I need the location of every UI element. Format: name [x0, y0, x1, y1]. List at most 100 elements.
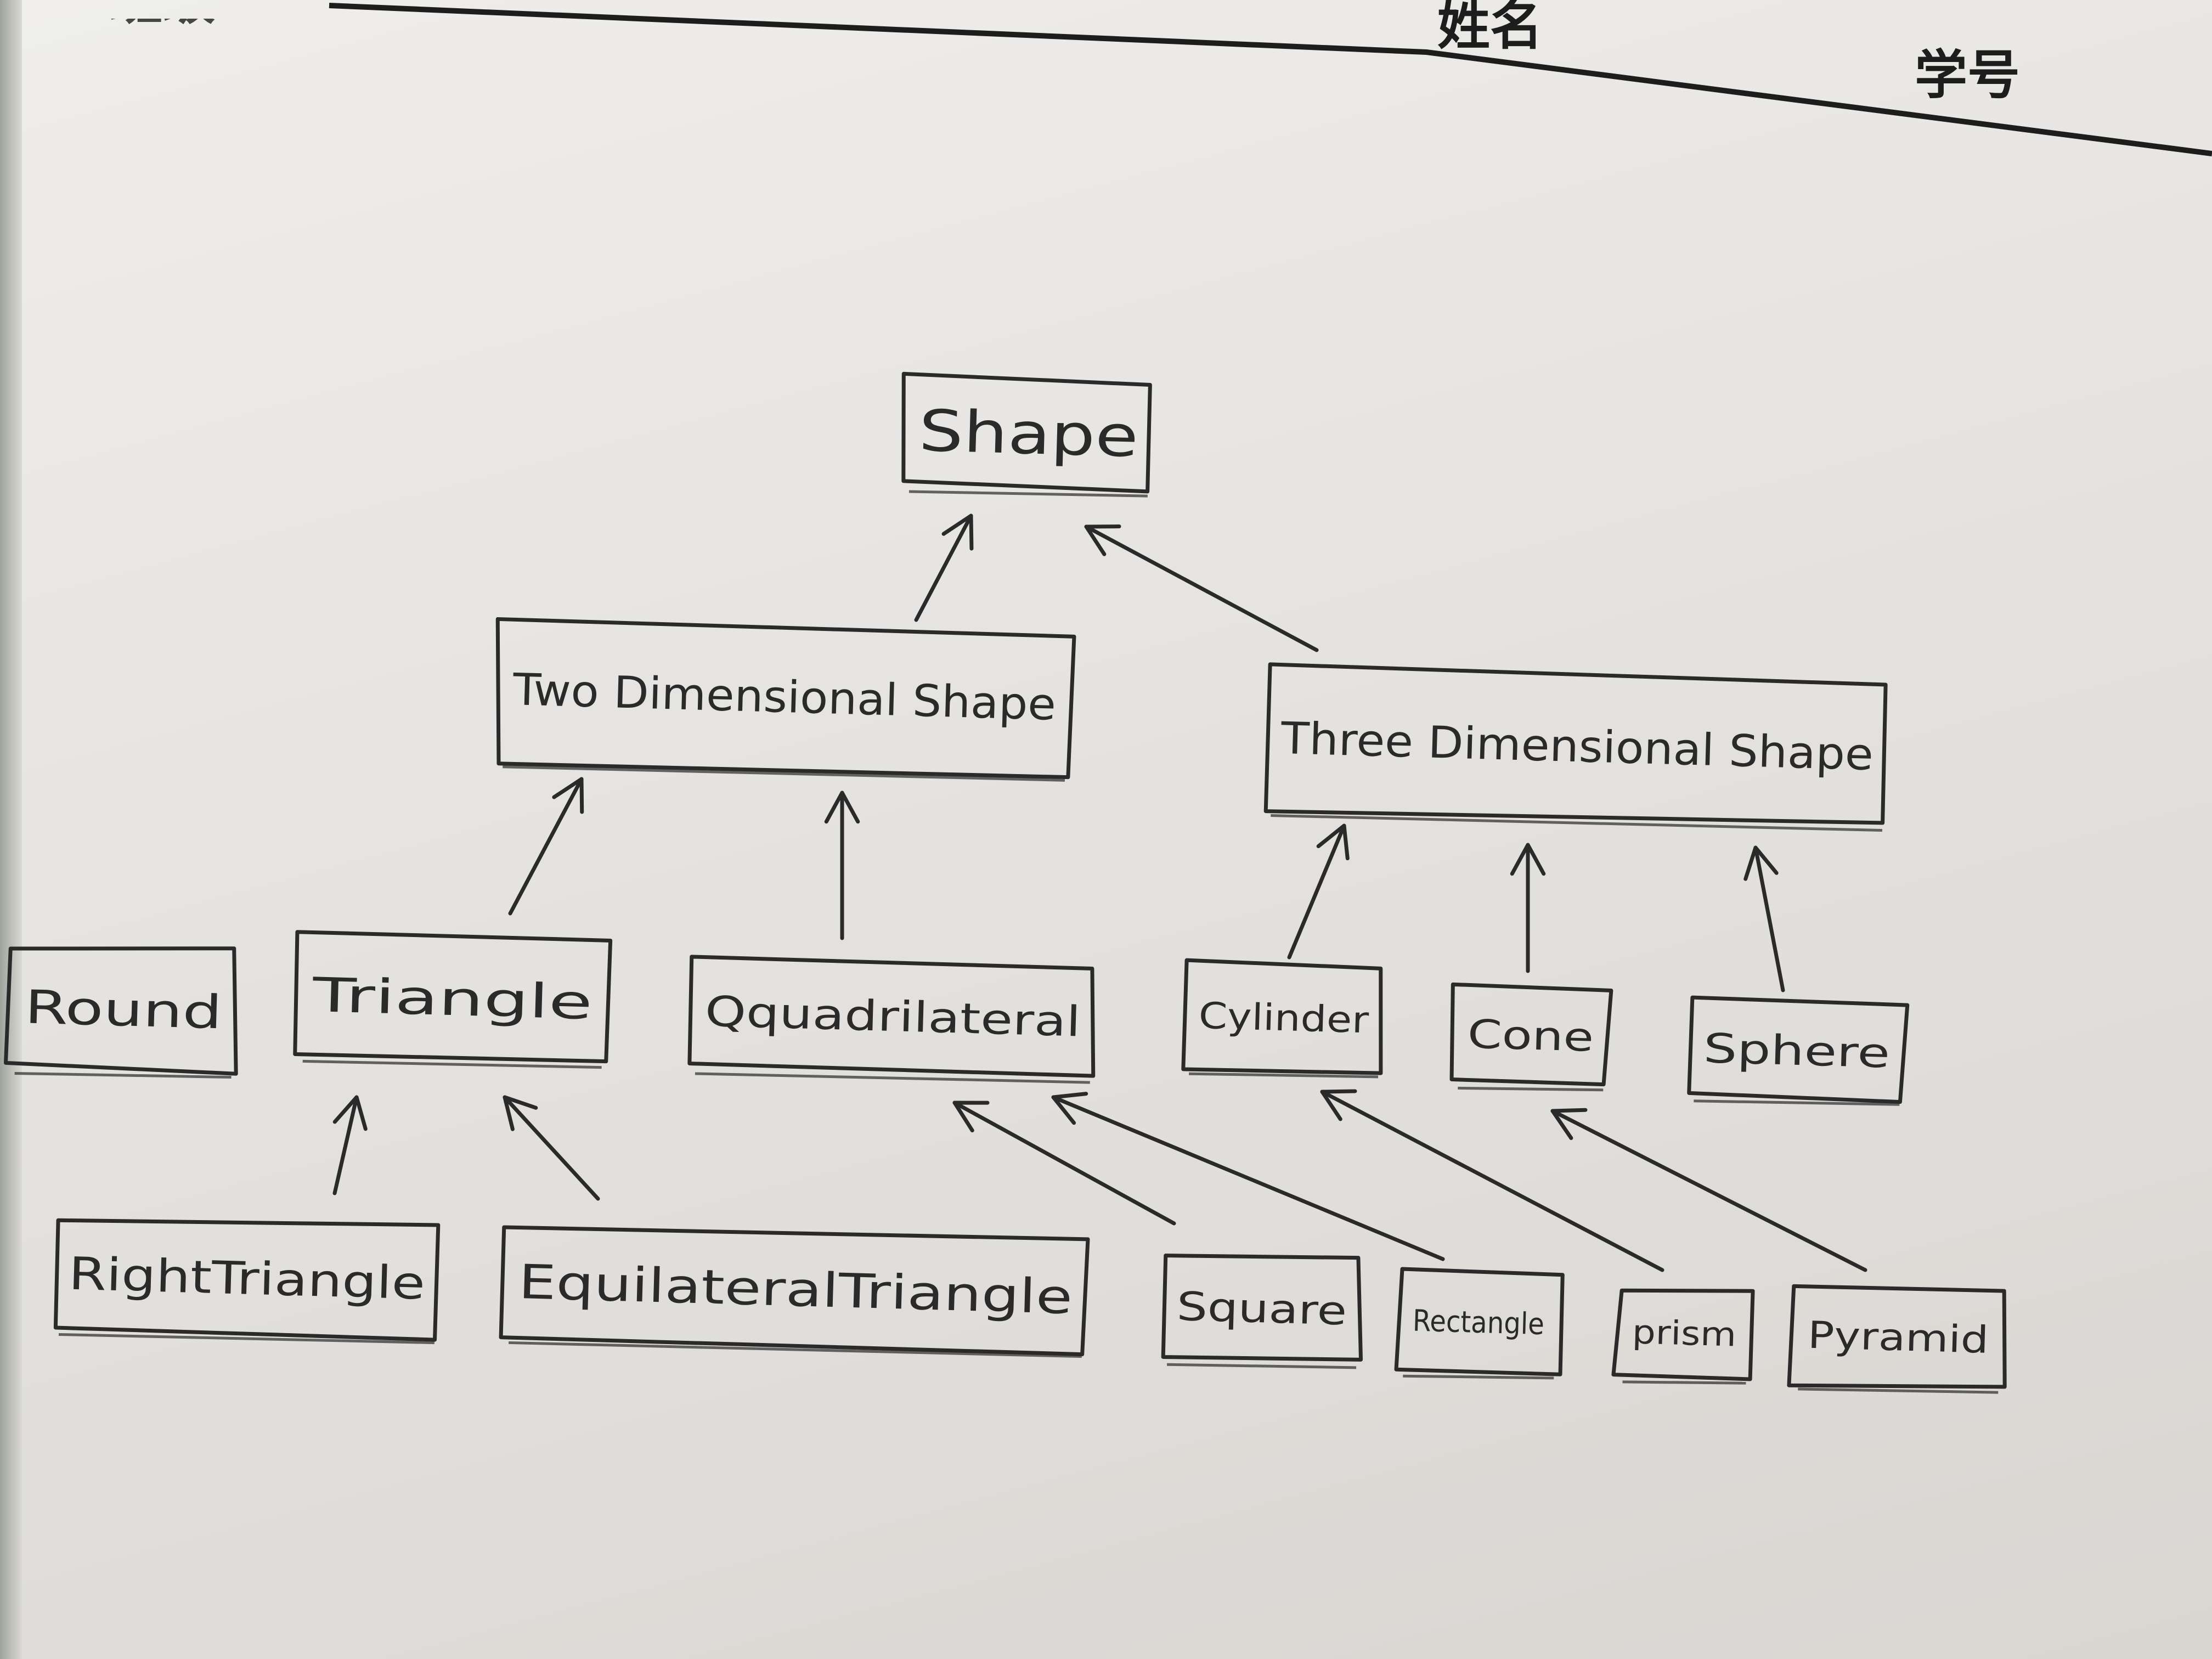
- class-box-triangle: Triangle: [293, 930, 613, 1069]
- box-outline: [495, 617, 1076, 780]
- class-label-partial: 班级: [110, 0, 215, 31]
- arrow-right-triangle-to-triangle: [332, 1095, 368, 1195]
- arrow-head-icon: [1051, 1092, 1088, 1125]
- class-box-prism: prism: [1611, 1288, 1755, 1385]
- box-outline: [1787, 1284, 2007, 1389]
- class-label-two-d: Two Dimensional Shape: [512, 664, 1057, 730]
- class-box-quadrilateral: Qquadrilateral: [687, 955, 1096, 1084]
- box-outline: [1449, 982, 1613, 1087]
- arrow-head-icon: [1084, 524, 1121, 556]
- class-box-round: Round: [3, 946, 238, 1079]
- worksheet-header: 班级 姓名 学号: [110, 0, 2212, 156]
- box-outline: [1263, 662, 1888, 825]
- box-outline: [3, 946, 238, 1076]
- class-label-cone: Cone: [1467, 1011, 1594, 1060]
- box-underline: [1167, 1363, 1357, 1369]
- inheritance-arrows: [332, 514, 1867, 1272]
- arrow-head-icon: [824, 791, 860, 824]
- arrow-prism-to-cylinder: [1320, 1089, 1664, 1272]
- box-underline: [1694, 1099, 1900, 1106]
- box-outline: [499, 1225, 1090, 1357]
- class-box-three-d: Three Dimensional Shape: [1263, 662, 1888, 832]
- arrow-shaft: [1287, 823, 1346, 960]
- box-outline: [1611, 1288, 1755, 1381]
- paper-edge-shadow: [0, 0, 22, 1659]
- box-outline: [1181, 958, 1383, 1075]
- box-underline: [695, 1072, 1090, 1084]
- box-underline: [14, 1072, 232, 1079]
- box-underline: [1271, 814, 1882, 832]
- arrow-head-icon: [952, 1101, 990, 1133]
- class-box-pyramid: Pyramid: [1787, 1284, 2007, 1394]
- arrow-head-icon: [1743, 845, 1779, 881]
- box-underline: [509, 1341, 1082, 1358]
- class-label-round: Round: [24, 980, 223, 1039]
- arrow-pyramid-to-cone: [1550, 1108, 1867, 1272]
- class-box-cone: Cone: [1449, 982, 1613, 1092]
- class-box-cylinder: Cylinder: [1181, 958, 1383, 1079]
- box-underline: [1798, 1387, 1999, 1394]
- arrow-head-icon: [941, 514, 974, 551]
- arrow-head-icon: [1510, 843, 1546, 876]
- arrow-shaft: [1320, 1090, 1664, 1272]
- arrow-shaft: [508, 777, 584, 916]
- arrow-shaft: [1753, 845, 1785, 992]
- arrow-head-icon: [1320, 1089, 1357, 1121]
- arrow-shaft: [914, 514, 973, 622]
- box-outline: [1687, 995, 1910, 1104]
- arrow-three-d-to-shape: [1084, 524, 1319, 652]
- class-label-pyramid: Pyramid: [1807, 1314, 1989, 1362]
- class-box-equilateral-triangle: EquilateralTriangle: [499, 1225, 1090, 1358]
- box-underline: [58, 1333, 435, 1345]
- box-outline: [53, 1218, 441, 1342]
- arrow-head-icon: [552, 777, 584, 814]
- class-label-right-triangle: RightTriangle: [68, 1248, 426, 1310]
- arrow-shaft: [503, 1095, 600, 1201]
- class-box-right-triangle: RightTriangle: [53, 1218, 441, 1345]
- student-id-label: 学号: [1915, 44, 2020, 106]
- box-underline: [1403, 1374, 1554, 1380]
- class-box-square: Square: [1161, 1254, 1363, 1369]
- class-label-sphere: Sphere: [1703, 1025, 1891, 1077]
- arrow-shaft: [1550, 1109, 1867, 1272]
- class-box-shape: Shape: [901, 371, 1152, 498]
- arrow-shaft: [332, 1095, 359, 1195]
- arrow-quadrilateral-to-two-d: [824, 791, 860, 940]
- box-outline: [1161, 1254, 1363, 1362]
- arrow-equilateral-triangle-to-triangle: [503, 1095, 600, 1201]
- box-outline: [901, 371, 1152, 494]
- arrow-head-icon: [1316, 823, 1350, 861]
- class-label-triangle: Triangle: [311, 968, 593, 1030]
- arrow-square-to-quadrilateral: [952, 1101, 1176, 1226]
- box-outline: [687, 955, 1096, 1078]
- class-box-rectangle: Rectangle: [1394, 1267, 1565, 1380]
- class-label-cylinder: Cylinder: [1198, 995, 1370, 1042]
- class-label-equilateral-triangle: EquilateralTriangle: [518, 1255, 1073, 1325]
- class-label-rectangle: Rectangle: [1412, 1304, 1545, 1342]
- arrow-shaft: [1051, 1095, 1445, 1261]
- class-box-sphere: Sphere: [1687, 995, 1910, 1106]
- box-underline: [909, 490, 1148, 498]
- box-underline: [1189, 1072, 1379, 1079]
- box-underline: [503, 765, 1065, 782]
- name-label: 姓名: [1437, 0, 1543, 57]
- arrow-cone-to-three-d: [1510, 843, 1546, 973]
- arrow-shaft: [952, 1101, 1176, 1226]
- box-outline: [293, 930, 613, 1064]
- arrow-sphere-to-three-d: [1743, 845, 1785, 992]
- box-underline: [302, 1059, 602, 1069]
- class-label-shape: Shape: [918, 397, 1139, 470]
- arrow-cylinder-to-three-d: [1287, 823, 1350, 960]
- arrow-head-icon: [1550, 1108, 1588, 1141]
- arrow-shaft: [1084, 524, 1319, 652]
- class-label-three-d: Three Dimensional Shape: [1280, 713, 1874, 780]
- arrow-triangle-to-two-d: [508, 777, 584, 916]
- class-label-quadrilateral: Qquadrilateral: [704, 987, 1081, 1046]
- class-label-prism: prism: [1632, 1313, 1737, 1354]
- arrow-head-icon: [332, 1095, 368, 1131]
- arrow-head-icon: [503, 1095, 538, 1131]
- arrow-two-d-to-shape: [914, 514, 974, 622]
